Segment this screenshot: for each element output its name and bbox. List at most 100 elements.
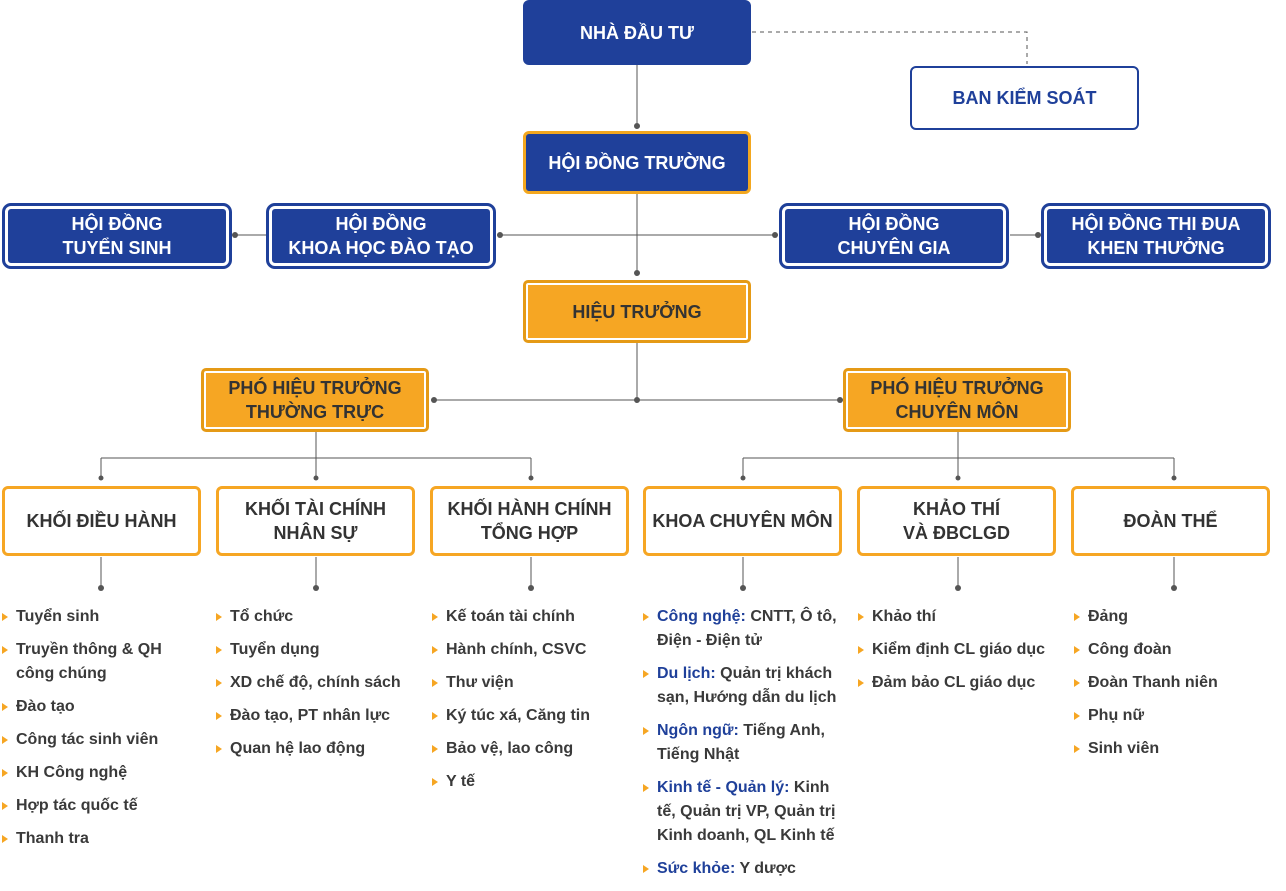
list-item: Tổ chức xyxy=(216,605,421,629)
bullet-icon xyxy=(643,784,649,792)
line: HỘI ĐỒNG xyxy=(71,214,163,234)
node-emulation-council: HỘI ĐỒNG THI ĐUA KHEN THƯỞNG xyxy=(1041,203,1271,269)
node-supervisory-board: BAN KIỂM SOÁT xyxy=(910,66,1139,130)
line: KHOA CHUYÊN MÔN xyxy=(652,511,833,531)
item-line: Phụ nữ xyxy=(1088,707,1145,724)
list-item: Hợp tác quốc tế xyxy=(2,794,202,818)
item-line: Công tác sinh viên xyxy=(16,731,159,748)
item-line: Thư viện xyxy=(446,674,514,691)
bullet-icon xyxy=(216,646,222,654)
list-item: Công tác sinh viên xyxy=(2,728,202,752)
item-line: Tổ chức xyxy=(230,608,294,625)
item-line: Truyền thông & QH xyxy=(16,641,162,658)
list-item: Y tế xyxy=(432,770,637,794)
bullet-icon xyxy=(216,712,222,720)
line: CHUYÊN GIA xyxy=(837,238,951,258)
bullet-icon xyxy=(1074,613,1080,621)
bullet-icon xyxy=(643,613,649,621)
item-line: Quản trị khách xyxy=(715,665,833,682)
item-line: KH Công nghệ xyxy=(16,764,128,781)
list-item: Ký túc xá, Căng tin xyxy=(432,704,637,728)
list-item: Phụ nữ xyxy=(1074,704,1279,728)
list-item: Đào tạo xyxy=(2,695,202,719)
list-item: Bảo vệ, lao công xyxy=(432,737,637,761)
list-item: Đảng xyxy=(1074,605,1279,629)
list-item: Công đoàn xyxy=(1074,638,1279,662)
bullet-icon xyxy=(1074,745,1080,753)
bullet-icon xyxy=(643,865,649,873)
node-admission-council: HỘI ĐỒNG TUYỂN SINH xyxy=(2,203,232,269)
list-item: Tuyển dụng xyxy=(216,638,421,662)
line: KHẢO THÍ xyxy=(913,499,1000,519)
node-school-council: HỘI ĐỒNG TRƯỜNG xyxy=(523,131,751,194)
item-line: Thanh tra xyxy=(16,830,89,847)
item-line: Kiểm định CL giáo dục xyxy=(872,641,1046,658)
list-item: Công nghệ: CNTT, Ô tô,Điện - Điện tử xyxy=(643,605,853,653)
line: HỘI ĐỒNG THI ĐUA xyxy=(1071,214,1241,234)
bullet-icon xyxy=(216,613,222,621)
bullet-icon xyxy=(643,670,649,678)
list-item: Khảo thí xyxy=(858,605,1068,629)
bullet-icon xyxy=(2,613,8,621)
line: KHEN THƯỞNG xyxy=(1087,238,1225,258)
list-item: Đảm bảo CL giáo dục xyxy=(858,671,1068,695)
line: TỔNG HỢP xyxy=(480,523,579,543)
list-block-unions: Đảng Công đoàn Đoàn Thanh niên Phụ nữ Si… xyxy=(1074,605,1279,770)
item-line: Khảo thí xyxy=(872,608,936,625)
item-line: Hành chính, CSVC xyxy=(446,641,587,658)
line: NHÂN SỰ xyxy=(273,523,358,543)
bullet-icon xyxy=(1074,712,1080,720)
list-item: Kế toán tài chính xyxy=(432,605,637,629)
item-line: Điện - Điện tử xyxy=(657,632,762,649)
item-line: Đào tạo, PT nhân lực xyxy=(230,707,391,724)
line: ĐOÀN THỂ xyxy=(1123,511,1218,531)
item-line: sạn, Hướng dẫn du lịch xyxy=(657,689,837,706)
item-line: Ký túc xá, Căng tin xyxy=(446,707,591,724)
list-block-administration: Kế toán tài chính Hành chính, CSVC Thư v… xyxy=(432,605,637,803)
list-item: Kiểm định CL giáo dục xyxy=(858,638,1068,662)
bullet-icon xyxy=(216,679,222,687)
node-principal: HIỆU TRƯỞNG xyxy=(523,280,751,343)
item-line: Hợp tác quốc tế xyxy=(16,797,138,814)
bullet-icon xyxy=(643,727,649,735)
node-school-council-label: HỘI ĐỒNG TRƯỜNG xyxy=(548,152,726,173)
item-line: Y dược xyxy=(735,860,796,877)
node-block-executive: KHỐI ĐIỀU HÀNH xyxy=(2,486,201,556)
node-block-unions: ĐOÀN THỂ xyxy=(1071,486,1270,556)
line: KHỐI ĐIỀU HÀNH xyxy=(26,511,177,531)
bullet-icon xyxy=(216,745,222,753)
line: CHUYÊN MÔN xyxy=(895,402,1019,422)
line: PHÓ HIỆU TRƯỞNG xyxy=(228,378,402,398)
list-item: Tuyển sinh xyxy=(2,605,202,629)
bullet-icon xyxy=(432,778,438,786)
bullet-icon xyxy=(858,613,864,621)
item-line: Kinh doanh, QL Kinh tế xyxy=(657,827,835,844)
list-item: KH Công nghệ xyxy=(2,761,202,785)
faculty-label: Ngôn ngữ: xyxy=(657,722,739,739)
item-line: Tuyển sinh xyxy=(16,608,100,625)
faculty-label: Sức khỏe: xyxy=(657,860,736,877)
list-item: Hành chính, CSVC xyxy=(432,638,637,662)
item-line: Bảo vệ, lao công xyxy=(446,740,574,757)
list-item: XD chế độ, chính sách xyxy=(216,671,421,695)
item-line: Kế toán tài chính xyxy=(446,608,575,625)
item-line: Y tế xyxy=(446,773,476,790)
bullet-icon xyxy=(2,736,8,744)
item-line: Đảng xyxy=(1088,608,1128,625)
line: KHOA HỌC ĐÀO TẠO xyxy=(288,238,474,258)
list-item: Đào tạo, PT nhân lực xyxy=(216,704,421,728)
list-item: Đoàn Thanh niên xyxy=(1074,671,1279,695)
list-item: Thanh tra xyxy=(2,827,202,851)
line: TUYỂN SINH xyxy=(62,238,172,258)
bullet-icon xyxy=(432,646,438,654)
bullet-icon xyxy=(432,712,438,720)
bullet-icon xyxy=(2,769,8,777)
node-principal-label: HIỆU TRƯỞNG xyxy=(572,301,702,322)
bullet-icon xyxy=(2,835,8,843)
line: KHỐI HÀNH CHÍNH xyxy=(447,499,612,519)
